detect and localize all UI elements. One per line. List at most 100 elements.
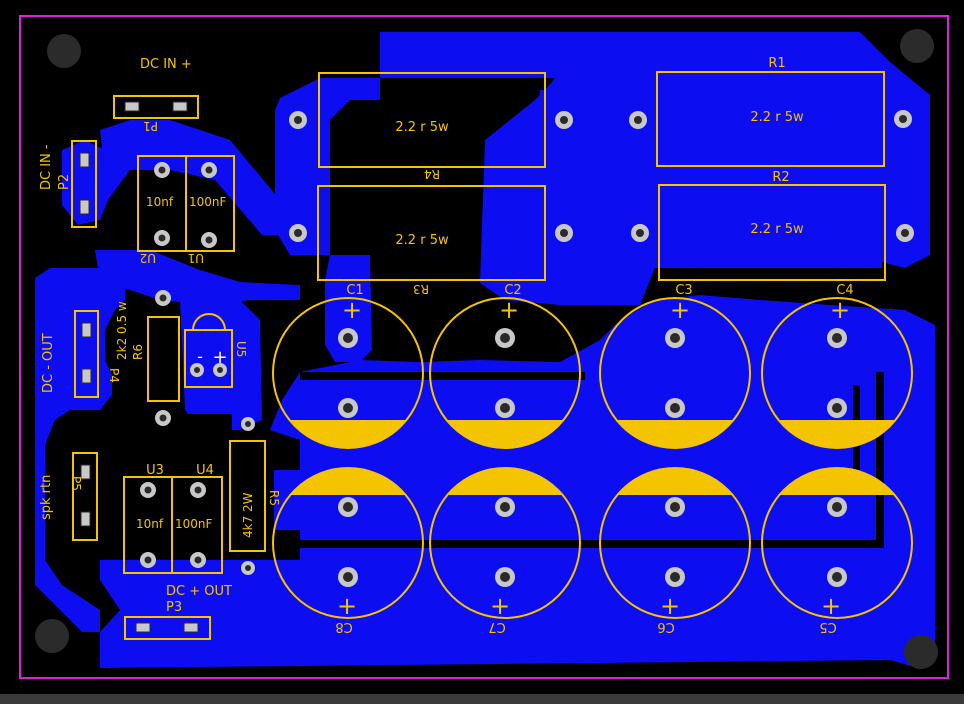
hole bbox=[343, 502, 353, 512]
plus-c2: + bbox=[499, 296, 519, 324]
pad-p5-1 bbox=[80, 464, 91, 480]
hole bbox=[343, 403, 353, 413]
board-outline bbox=[19, 15, 949, 679]
plus-c6: + bbox=[660, 592, 680, 620]
hole bbox=[670, 572, 680, 582]
label-dc-in-minus: DC IN - bbox=[39, 144, 54, 190]
label-r3: R3 bbox=[413, 282, 429, 296]
copper-trace-mid bbox=[538, 88, 590, 268]
hole bbox=[634, 116, 642, 124]
c8-outline bbox=[272, 467, 424, 619]
label-u2: U2 bbox=[140, 251, 156, 265]
r4-body bbox=[318, 72, 546, 168]
r1-body bbox=[656, 71, 885, 167]
hole bbox=[158, 234, 166, 242]
label-r2-value: 2.2 r 5w bbox=[750, 222, 804, 237]
hole bbox=[217, 367, 223, 373]
c6-outline bbox=[599, 467, 751, 619]
label-dc-plus-out: DC + OUT bbox=[166, 584, 232, 599]
hole bbox=[158, 166, 166, 174]
pad-p4-2 bbox=[81, 368, 92, 384]
hole bbox=[144, 556, 152, 564]
clearance-1 bbox=[300, 372, 585, 380]
hole bbox=[560, 229, 568, 237]
label-u1: U1 bbox=[188, 251, 204, 265]
hole bbox=[670, 403, 680, 413]
label-r1-value: 2.2 r 5w bbox=[750, 110, 804, 125]
label-c8: C8 bbox=[335, 619, 352, 634]
p4-outline bbox=[74, 310, 99, 398]
p3-outline bbox=[124, 616, 211, 640]
c5-outline bbox=[761, 467, 913, 619]
p2-outline bbox=[71, 140, 97, 228]
hole bbox=[670, 333, 680, 343]
mount-hole-bottom-left bbox=[35, 619, 69, 653]
label-r6: R6 bbox=[131, 344, 145, 360]
pad-p2-2 bbox=[79, 199, 90, 215]
plus-c3: + bbox=[670, 296, 690, 324]
bottom-bar bbox=[0, 694, 964, 704]
label-u3: U3 bbox=[146, 463, 164, 478]
hole bbox=[832, 572, 842, 582]
label-c5: C5 bbox=[819, 619, 836, 634]
u1-outline bbox=[185, 155, 235, 252]
hole bbox=[832, 403, 842, 413]
u5-dome bbox=[192, 313, 226, 331]
label-dc-in-plus: DC IN + bbox=[140, 57, 192, 72]
silkscreen-layer bbox=[71, 71, 886, 640]
label-c7: C7 bbox=[488, 619, 505, 634]
label-r2: R2 bbox=[772, 170, 789, 185]
copper-pour-left bbox=[35, 268, 125, 632]
label-u3-value: 10nf bbox=[136, 517, 164, 531]
u5-outline bbox=[184, 329, 233, 388]
label-dc-minus-out: DC - OUT bbox=[41, 333, 56, 393]
hole bbox=[901, 229, 909, 237]
mount-hole-bottom-right bbox=[904, 635, 938, 669]
label-u5: U5 bbox=[234, 341, 248, 357]
clearance-7 bbox=[255, 440, 300, 470]
plus-c4: + bbox=[830, 296, 850, 324]
c1-outline bbox=[272, 297, 424, 449]
p5-outline bbox=[72, 452, 98, 541]
hole bbox=[194, 367, 200, 373]
label-u1-value: 100nF bbox=[189, 195, 227, 209]
hole bbox=[194, 486, 202, 494]
hole bbox=[194, 556, 202, 564]
label-c1: C1 bbox=[346, 283, 363, 298]
label-c3: C3 bbox=[675, 283, 692, 298]
pad-p4-1 bbox=[81, 322, 92, 338]
hole bbox=[832, 502, 842, 512]
hole bbox=[205, 166, 213, 174]
clearance-6 bbox=[125, 416, 175, 470]
hole bbox=[245, 421, 251, 427]
c4-outline bbox=[761, 297, 913, 449]
hole bbox=[500, 502, 510, 512]
hole bbox=[500, 333, 510, 343]
label-c4: C4 bbox=[836, 283, 853, 298]
label-p2: P2 bbox=[57, 174, 72, 190]
hole bbox=[294, 116, 302, 124]
copper-trace-diag bbox=[95, 250, 300, 305]
plus-c1: + bbox=[342, 296, 362, 324]
hole bbox=[670, 502, 680, 512]
c3-outline bbox=[599, 297, 751, 449]
pad-p1-1 bbox=[124, 101, 140, 112]
u5-minus: - bbox=[197, 347, 203, 366]
pad-p3-2 bbox=[183, 622, 199, 633]
copper-trace-c1 bbox=[325, 255, 372, 362]
label-u4: U4 bbox=[196, 463, 214, 478]
hole bbox=[294, 229, 302, 237]
label-p3: P3 bbox=[166, 600, 182, 615]
pad-p3-1 bbox=[135, 622, 151, 633]
copper-pour-top bbox=[380, 32, 930, 305]
hole bbox=[144, 486, 152, 494]
label-p1: P1 bbox=[143, 119, 158, 133]
label-r4: R4 bbox=[424, 167, 440, 181]
clearance-layer bbox=[125, 372, 884, 548]
copper-trace-u bbox=[100, 120, 280, 235]
hole bbox=[159, 414, 167, 422]
label-u2-value: 10nf bbox=[146, 195, 174, 209]
r2-body bbox=[658, 184, 886, 281]
hole bbox=[832, 333, 842, 343]
